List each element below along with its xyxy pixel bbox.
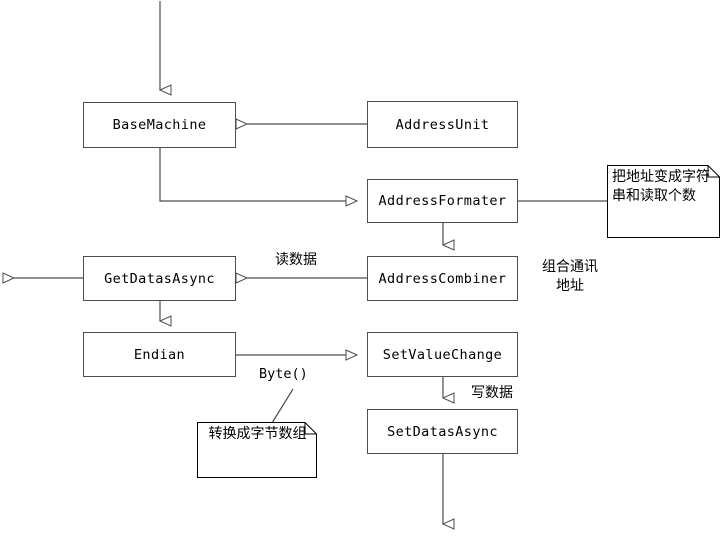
node-label: AddressCombiner [378, 270, 507, 287]
node-base-machine[interactable]: BaseMachine [83, 102, 236, 148]
edge-label-read-data: 读数据 [275, 252, 317, 268]
node-address-unit[interactable]: AddressUnit [367, 101, 518, 148]
node-label: SetDatasAsync [387, 423, 498, 440]
node-label: AddressUnit [395, 116, 490, 133]
note-byte-array[interactable]: 转换成字节数组 [197, 422, 317, 478]
note-address-format[interactable]: 把地址变成字符串和读取个数 [607, 165, 720, 238]
node-set-value-change[interactable]: SetValueChange [367, 332, 518, 377]
note-text: 转换成字节数组 [208, 426, 307, 442]
edge-note-byte-array-connector [271, 388, 294, 424]
free-label-combine-comm-address: 组合通讯地址 [542, 259, 598, 294]
node-endian[interactable]: Endian [83, 332, 236, 377]
note-shape [607, 165, 720, 238]
edge-label-byte-call: Byte() [259, 366, 308, 382]
edge-basemachine-to-addressformater [159, 148, 359, 207]
node-get-datas-async[interactable]: GetDatasAsync [83, 256, 236, 301]
node-label: BaseMachine [112, 117, 207, 133]
node-label: Endian [133, 346, 186, 363]
node-set-datas-async[interactable]: SetDatasAsync [367, 409, 518, 454]
node-label: GetDatasAsync [104, 270, 215, 287]
node-address-formater[interactable]: AddressFormater [367, 179, 518, 223]
node-label: AddressFormater [378, 193, 507, 209]
edge-label-write-data: 写数据 [471, 385, 513, 401]
node-address-combiner[interactable]: AddressCombiner [367, 256, 518, 301]
note-text: 把地址变成字符串和读取个数 [612, 169, 710, 204]
node-label: SetValueChange [382, 346, 503, 363]
